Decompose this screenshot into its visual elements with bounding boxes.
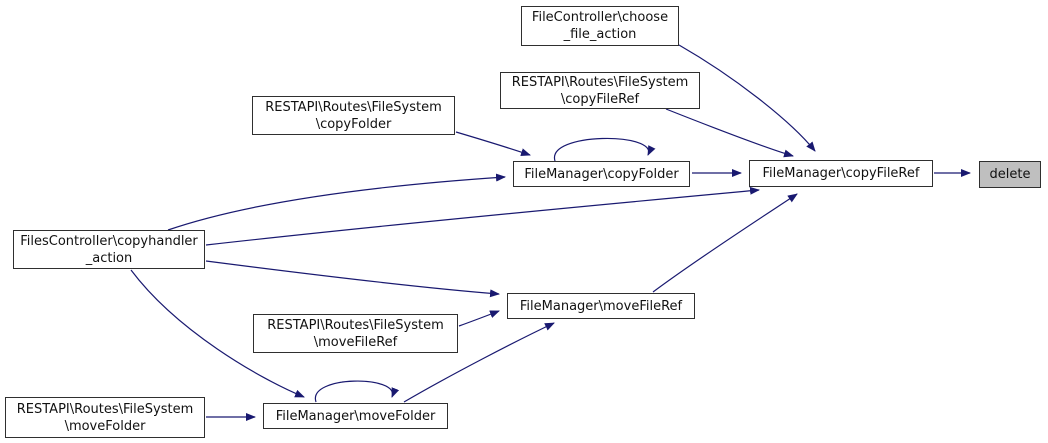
node-label-line: delete	[989, 167, 1031, 182]
node-label-line: _action	[85, 250, 133, 266]
node-label-line: \copyFileRef	[560, 91, 640, 107]
edge-copyhandler-to-copyfileref	[205, 186, 760, 246]
node-label-line: FileManager\copyFileRef	[762, 166, 920, 181]
node-restapi-routes-filesystem-copyfolder[interactable]: RESTAPI\Routes\FileSystem \copyFolder	[252, 96, 455, 135]
node-label-line: RESTAPI\Routes\FileSystem	[16, 401, 194, 417]
node-label-line: FileController\choose	[531, 10, 669, 25]
edge-restapi-copyfileref-to-copyfileref	[665, 108, 794, 158]
edge-movefolder-self-loop	[315, 380, 400, 403]
node-label-line: \copyFolder	[315, 116, 392, 132]
edge-copyhandler-to-movefolder	[130, 269, 305, 398]
node-label-line: RESTAPI\Routes\FileSystem	[511, 74, 689, 90]
node-label-line: FileManager\moveFolder	[275, 408, 436, 424]
node-label-line: RESTAPI\Routes\FileSystem	[267, 317, 444, 333]
node-filemanager-movefileref[interactable]: FileManager\moveFileRef	[507, 293, 695, 319]
node-filecontroller-choose-file-action[interactable]: FileController\choose _file_action	[521, 6, 679, 46]
node-filemanager-copyfileref[interactable]: FileManager\copyFileRef	[749, 160, 933, 187]
node-filemanager-copyfolder[interactable]: FileManager\copyFolder	[513, 161, 690, 187]
edge-copyhandler-to-movefileref	[205, 260, 500, 298]
edge-restapi-movefileref-to-movefileref	[458, 310, 500, 327]
node-label-line: \moveFolder	[64, 418, 146, 434]
node-label-line: \moveFileRef	[313, 334, 398, 350]
node-filemanager-movefolder[interactable]: FileManager\moveFolder	[263, 403, 448, 429]
node-restapi-routes-filesystem-copyfileref[interactable]: RESTAPI\Routes\FileSystem \copyFileRef	[500, 72, 700, 109]
edge-choose-file-action-to-copyfileref	[678, 44, 816, 152]
edge-copyhandler-to-copyfolder	[167, 173, 506, 231]
node-label-line: RESTAPI\Routes\FileSystem	[265, 99, 442, 115]
node-filescontroller-copyhandler-action[interactable]: FilesController\copyhandler _action	[13, 230, 205, 269]
edge-copyfolder-self-loop	[554, 137, 656, 162]
node-label-line: FileManager\moveFileRef	[519, 298, 683, 314]
node-label-line: _file_action	[563, 27, 637, 42]
node-label-line: FileManager\copyFolder	[524, 166, 679, 182]
node-delete: delete	[979, 161, 1041, 188]
node-label-line: FilesController\copyhandler	[20, 233, 198, 249]
edge-movefileref-to-copyfileref	[652, 193, 798, 293]
node-restapi-routes-filesystem-movefileref[interactable]: RESTAPI\Routes\FileSystem \moveFileRef	[253, 314, 458, 353]
node-restapi-routes-filesystem-movefolder[interactable]: RESTAPI\Routes\FileSystem \moveFolder	[5, 397, 205, 438]
edge-restapi-copyfolder-to-copyfolder	[455, 131, 531, 156]
edge-movefolder-to-movefileref	[403, 322, 555, 403]
